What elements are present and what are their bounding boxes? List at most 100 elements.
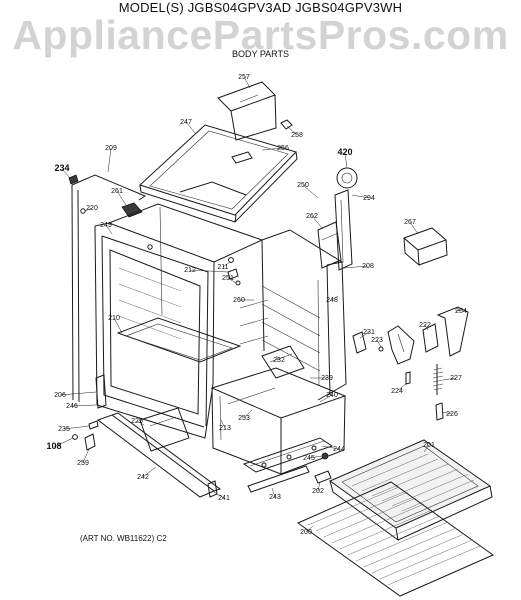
callout-224: 224 (391, 382, 408, 395)
leader-line-108 (53, 437, 74, 448)
leader-line-245 (308, 455, 323, 459)
callout-label-224: 224 (391, 388, 403, 395)
callout-label-210: 210 (108, 315, 120, 322)
callout-200: 200 (300, 525, 314, 536)
callout-258: 258 (286, 125, 303, 139)
leader-line-202 (317, 481, 321, 492)
leader-line-259 (82, 448, 90, 464)
callout-259: 259 (77, 448, 90, 467)
leader-line-222 (424, 324, 429, 331)
callout-label-257: 257 (238, 74, 250, 81)
callout-247: 247 (180, 119, 197, 135)
callout-260: 260 (233, 297, 254, 304)
callout-211: 211 (217, 261, 231, 271)
callout-label-249: 249 (100, 222, 112, 229)
callout-label-213: 213 (219, 425, 231, 432)
callout-label-209: 209 (105, 145, 117, 152)
callout-label-235: 235 (58, 426, 70, 433)
callout-244: 244 (321, 445, 345, 453)
leader-line-254 (454, 309, 462, 312)
leader-line-226 (441, 411, 453, 415)
callout-label-244: 244 (333, 446, 345, 453)
callout-label-231: 231 (363, 329, 375, 336)
leader-line-210 (113, 317, 123, 334)
leader-line-241 (213, 491, 225, 499)
callout-label-206: 206 (54, 392, 66, 399)
callout-226: 226 (441, 411, 458, 418)
leader-line-257 (243, 76, 251, 89)
callout-250: 250 (297, 182, 319, 199)
callout-232: 232 (273, 355, 285, 364)
callout-label-239: 239 (321, 375, 333, 382)
callout-225: 225 (131, 418, 145, 426)
art-number: (ART NO. WB11622) C2 (80, 534, 167, 543)
leader-line-235 (63, 425, 90, 430)
callout-label-212: 212 (184, 267, 196, 274)
callout-213: 213 (219, 419, 231, 432)
callout-label-201: 201 (423, 442, 435, 449)
leader-line-256 (261, 147, 284, 151)
leader-line-227 (442, 377, 457, 381)
leader-line-209 (107, 147, 112, 173)
callout-240: 240 (319, 392, 338, 403)
callout-label-254: 254 (455, 308, 467, 315)
callout-248: 248 (326, 295, 339, 304)
callout-262: 262 (306, 213, 323, 229)
callout-223: 223 (371, 337, 383, 348)
callout-209: 209 (105, 145, 117, 173)
callout-246: 246 (66, 403, 97, 410)
callout-239: 239 (310, 375, 333, 382)
callout-label-262: 262 (306, 213, 318, 220)
leader-line-212 (189, 269, 229, 273)
leader-line-244 (321, 445, 340, 450)
callout-label-202: 202 (312, 488, 324, 495)
callout-label-258: 258 (291, 132, 303, 139)
callout-label-223: 223 (371, 337, 383, 344)
model-title: MODEL(S) JGBS04GPV3AD JGBS04GPV3WH (118, 0, 403, 15)
callout-label-234: 234 (54, 163, 69, 173)
leader-line-248 (331, 295, 339, 301)
leader-line-225 (136, 420, 145, 426)
leader-line-206 (59, 391, 97, 396)
leader-line-267 (409, 221, 419, 235)
leader-line-220 (84, 207, 93, 212)
callout-257: 257 (238, 74, 251, 89)
section-title: BODY PARTS (231, 49, 290, 59)
leader-line-211 (222, 261, 231, 268)
leader-line-224 (396, 382, 408, 392)
callout-267: 267 (404, 219, 419, 235)
callout-210: 210 (108, 315, 123, 334)
callout-label-208: 208 (362, 263, 374, 270)
callout-label-222: 222 (419, 322, 431, 329)
leader-line-208 (343, 265, 369, 269)
callout-label-245: 245 (303, 455, 315, 462)
leader-line-231 (359, 331, 370, 339)
callout-label-246: 246 (66, 403, 78, 410)
callout-420: 420 (337, 147, 353, 169)
callout-243: 243 (269, 487, 281, 501)
callout-222: 222 (419, 322, 431, 331)
leader-line-258 (286, 125, 298, 136)
callout-label-200: 200 (300, 529, 312, 536)
callout-206: 206 (54, 391, 97, 399)
callout-label-250: 250 (297, 182, 309, 189)
callout-label-232: 232 (273, 357, 285, 364)
leader-line-234 (61, 168, 71, 179)
callout-label-108: 108 (46, 441, 61, 451)
callout-294: 294 (351, 194, 375, 202)
leader-line-200 (305, 525, 314, 533)
callout-label-294: 294 (363, 195, 375, 202)
callout-208: 208 (343, 263, 374, 270)
callout-202: 202 (312, 481, 324, 495)
part-callouts: 2572472582562092342614202502942202492622… (46, 74, 466, 536)
callout-label-260: 260 (233, 297, 245, 304)
leader-line-240 (319, 394, 333, 403)
callout-label-243: 243 (269, 494, 281, 501)
leader-line-250 (302, 184, 319, 199)
callout-227: 227 (442, 375, 462, 382)
leader-line-294 (351, 194, 370, 199)
leader-line-213 (220, 419, 226, 429)
callout-label-267: 267 (404, 219, 416, 226)
callout-label-256: 256 (277, 145, 289, 152)
